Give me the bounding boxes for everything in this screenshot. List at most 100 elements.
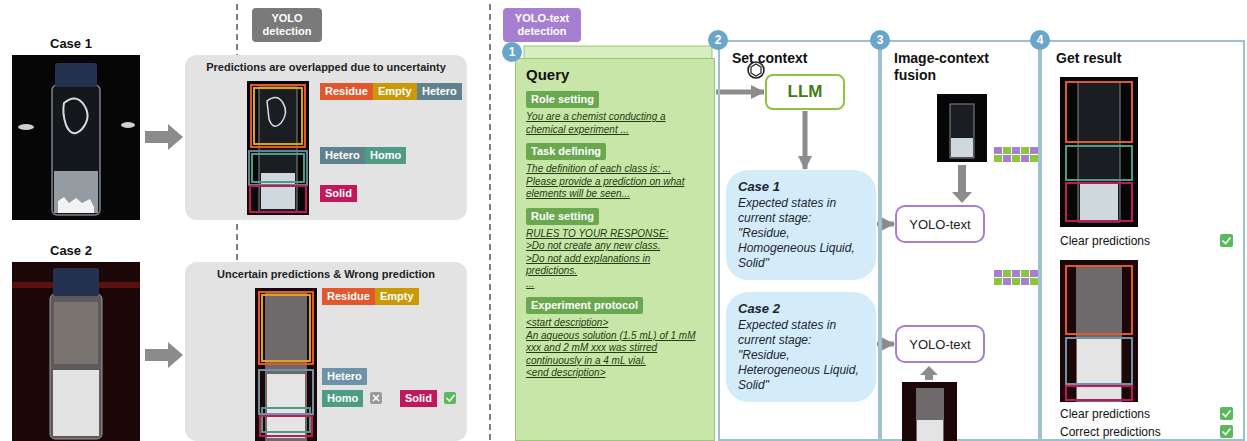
node-title: Residue <box>325 85 368 98</box>
correct-mark <box>1223 429 1231 435</box>
node-title: 2 <box>708 30 728 50</box>
token <box>1003 278 1011 285</box>
crop-background <box>255 288 317 441</box>
step-number: 2 <box>708 30 728 50</box>
wrong-mark <box>373 395 379 401</box>
node-text: Please provide a prediction on what elem… <box>526 176 704 201</box>
node-text: An aqueous solution (1.5 mL) of 1 mM xxx… <box>526 330 704 368</box>
cloudy-liquid <box>917 420 943 441</box>
class-tag: Hetero <box>417 83 462 100</box>
vial-photo <box>12 55 140 220</box>
node-title: YOLO detection <box>255 12 319 38</box>
node-title: YOLO-text <box>909 217 970 232</box>
box-homo <box>252 154 304 182</box>
block-arrow <box>920 366 938 380</box>
method-badge: YOLO detection <box>252 8 322 42</box>
step-number: 4 <box>1030 30 1050 50</box>
class-tag: Homo <box>365 147 406 164</box>
section-tag: Task defining <box>526 143 606 160</box>
wrong-icon <box>370 392 382 404</box>
token <box>1030 278 1038 285</box>
node-title: 4 <box>1030 30 1050 50</box>
correct-icon <box>1220 407 1233 420</box>
solid <box>58 197 94 213</box>
stage-panel: Set contextLLMCase 1Expected states in c… <box>718 40 880 441</box>
flow-arrow <box>716 90 764 95</box>
box-solid <box>1066 183 1132 221</box>
cloudy-liquid <box>267 374 305 438</box>
node-title: Get result <box>1056 50 1121 67</box>
input-image <box>937 94 987 162</box>
section-tag: Experiment protocol <box>526 297 643 314</box>
token <box>1030 155 1038 162</box>
token <box>1021 147 1029 154</box>
photo-background <box>12 262 140 441</box>
node-title: Image-context fusion <box>894 50 1006 84</box>
flow-arrow <box>803 111 808 169</box>
class-tag: Residue <box>322 288 375 305</box>
node-title: Residue <box>327 290 370 303</box>
vial-glass <box>1078 82 1120 222</box>
token <box>994 155 1002 162</box>
node-text: Expected states in current stage: "Resid… <box>738 196 864 271</box>
box-homo <box>262 408 310 432</box>
node-text: <start description> <box>526 317 704 330</box>
block-arrow <box>952 165 972 203</box>
section-tag: Role setting <box>526 91 599 108</box>
vial-glass <box>265 292 307 441</box>
step-number: 1 <box>502 42 522 62</box>
node-title: YOLO-text detection <box>506 12 578 38</box>
liquid <box>951 138 973 157</box>
node-title: Hetero <box>325 149 360 162</box>
token <box>1030 270 1038 277</box>
node-title: Solid <box>325 187 352 200</box>
box-solid <box>250 186 306 212</box>
node-text: You are a chemist conducting a chemical … <box>526 111 704 136</box>
light-reflection <box>121 122 135 128</box>
node-title: LLM <box>788 82 823 102</box>
node-title: 3 <box>870 30 890 50</box>
node-text: >Do not create any new class. <box>526 240 704 253</box>
node-title: Solid <box>405 392 432 405</box>
class-tag: Residue <box>320 83 373 100</box>
feature-tokens <box>994 147 1038 162</box>
liquid <box>261 173 295 209</box>
class-tag: Solid <box>400 390 437 407</box>
block-arrow <box>145 342 183 368</box>
token <box>1021 155 1029 162</box>
residue <box>63 98 87 133</box>
node-title: Set context <box>732 50 866 67</box>
node-title: Role setting <box>531 93 594 106</box>
node-title: YOLO-text <box>909 337 970 352</box>
token <box>1012 270 1020 277</box>
vial-glass <box>950 104 974 158</box>
token <box>1012 155 1020 162</box>
light-reflection <box>18 124 34 130</box>
node-title: Case 2 <box>738 301 864 316</box>
node-title: Homo <box>327 392 358 405</box>
class-tag: Empty <box>373 83 417 100</box>
query-card: QueryRole settingYou are a chemist condu… <box>515 58 715 441</box>
vial-glass <box>52 85 100 215</box>
section-tag: Rule setting <box>526 208 599 225</box>
node-title: Experiment protocol <box>531 299 638 312</box>
step-number: 3 <box>870 30 890 50</box>
token <box>1021 270 1029 277</box>
box-homo <box>1066 146 1132 180</box>
token <box>994 147 1002 154</box>
correct-mark <box>1223 411 1231 417</box>
node-text: Clear predictions <box>1060 407 1150 421</box>
box-residue <box>1066 82 1132 142</box>
box-solid <box>1066 386 1132 400</box>
token <box>1003 270 1011 277</box>
box-solid <box>260 416 312 436</box>
model-box: YOLO-text <box>895 325 985 363</box>
class-tag: Homo <box>322 390 363 407</box>
token <box>1030 147 1038 154</box>
divider-line <box>489 4 491 441</box>
node-title: Empty <box>380 290 414 303</box>
vial-cap <box>55 63 97 87</box>
stage-panel: Get resultClear predictionsClear predict… <box>1040 40 1245 441</box>
vial-glass <box>50 294 102 439</box>
result-panel: Predictions are overlapped due to uncert… <box>185 55 467 220</box>
